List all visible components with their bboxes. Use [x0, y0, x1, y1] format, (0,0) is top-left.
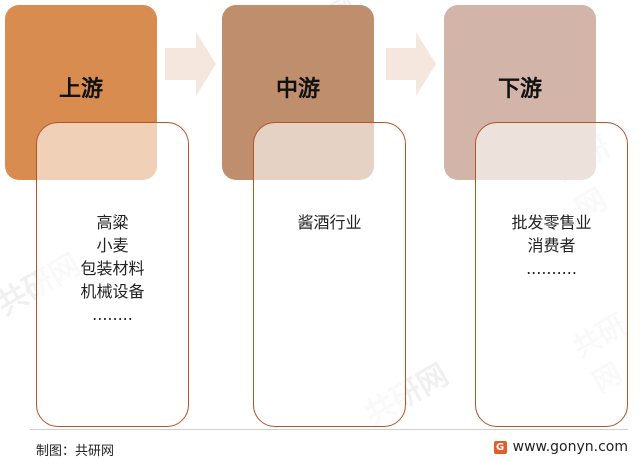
stage-title-upstream: 上游: [58, 76, 103, 102]
footer-site: G www.gonyn.com: [493, 439, 628, 455]
stage-detail-midstream: 酱酒行业: [253, 122, 406, 427]
stage-item: 机械设备: [80, 282, 145, 301]
footer-divider: [30, 429, 628, 430]
stage-title-downstream: 下游: [497, 76, 542, 102]
stage-item: 批发零售业: [511, 213, 592, 232]
stage-item: 酱酒行业: [297, 213, 362, 232]
arrow-upstream-to-midstream: [165, 32, 216, 96]
arrow-midstream-to-downstream: [386, 32, 436, 96]
stage-detail-upstream: 高粱 小麦 包装材料 机械设备 ........: [36, 122, 189, 427]
footer-source: 制图：共研网: [36, 444, 115, 459]
stage-item: 消费者: [527, 236, 576, 255]
footer-url[interactable]: www.gonyn.com: [512, 439, 628, 455]
stage-detail-downstream: 批发零售业 消费者 ..........: [475, 122, 628, 427]
stage-item: ..........: [526, 259, 577, 278]
stage-item: ........: [92, 305, 133, 324]
stage-item: 高粱: [96, 213, 129, 232]
stage-title-midstream: 中游: [275, 76, 320, 102]
stage-item: 包装材料: [80, 259, 145, 278]
stage-item: 小麦: [96, 236, 129, 255]
gonyn-logo-icon: G: [493, 440, 507, 454]
